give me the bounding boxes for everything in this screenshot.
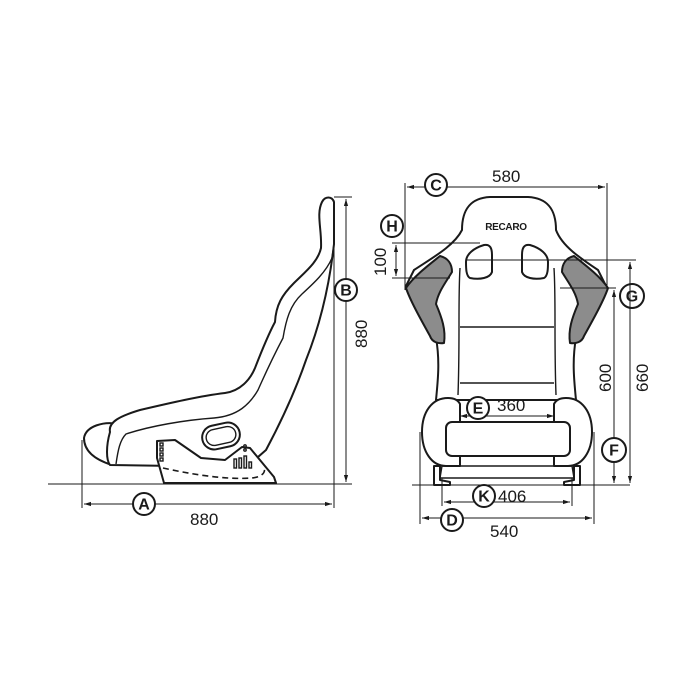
label-A-circle bbox=[132, 492, 156, 516]
label-K: K bbox=[478, 489, 490, 506]
seat-cushion bbox=[445, 421, 571, 457]
label-D-circle bbox=[440, 508, 464, 532]
label-G: G bbox=[626, 289, 638, 306]
side-shell bbox=[106, 196, 335, 467]
dim-660-value: 660 bbox=[633, 364, 652, 392]
label-H: H bbox=[386, 219, 398, 236]
label-A: A bbox=[138, 497, 150, 514]
dim-H-value: 100 bbox=[371, 248, 390, 276]
label-H-circle bbox=[380, 214, 404, 238]
dim-B-value: 880 bbox=[352, 320, 371, 348]
label-D: D bbox=[446, 513, 458, 530]
label-K-circle bbox=[472, 484, 496, 508]
dim-K-value: 406 bbox=[498, 487, 526, 506]
dim-A-value: 880 bbox=[190, 510, 218, 529]
side-shell-inner bbox=[115, 243, 335, 465]
label-E: E bbox=[473, 401, 484, 418]
label-B: B bbox=[340, 283, 352, 300]
label-C: C bbox=[430, 178, 442, 195]
front-base-plate bbox=[439, 465, 575, 479]
dim-F-value: 600 bbox=[596, 364, 615, 392]
front-view: RECARO C 580 H 100 G F 600 660 E 360 bbox=[371, 167, 652, 541]
dim-D-value: 540 bbox=[490, 522, 518, 541]
front-backrest-center bbox=[457, 267, 557, 396]
side-view: A 880 B 880 bbox=[48, 196, 371, 529]
side-oval-hole-inner bbox=[205, 425, 237, 447]
bracket-slots-right bbox=[233, 444, 253, 469]
harness-slot-right bbox=[521, 243, 549, 280]
side-mount-rail bbox=[162, 467, 266, 480]
label-F: F bbox=[609, 443, 619, 460]
label-C-circle bbox=[424, 173, 448, 197]
label-F-circle bbox=[601, 437, 627, 463]
label-B-circle bbox=[334, 278, 358, 302]
label-E-circle bbox=[466, 396, 490, 420]
dim-C-value: 580 bbox=[492, 167, 520, 186]
dim-E-value: 360 bbox=[497, 396, 525, 415]
bracket-holes-left bbox=[159, 442, 164, 462]
harness-slot-left bbox=[465, 243, 493, 280]
brand-logo-text: RECARO bbox=[485, 222, 527, 233]
